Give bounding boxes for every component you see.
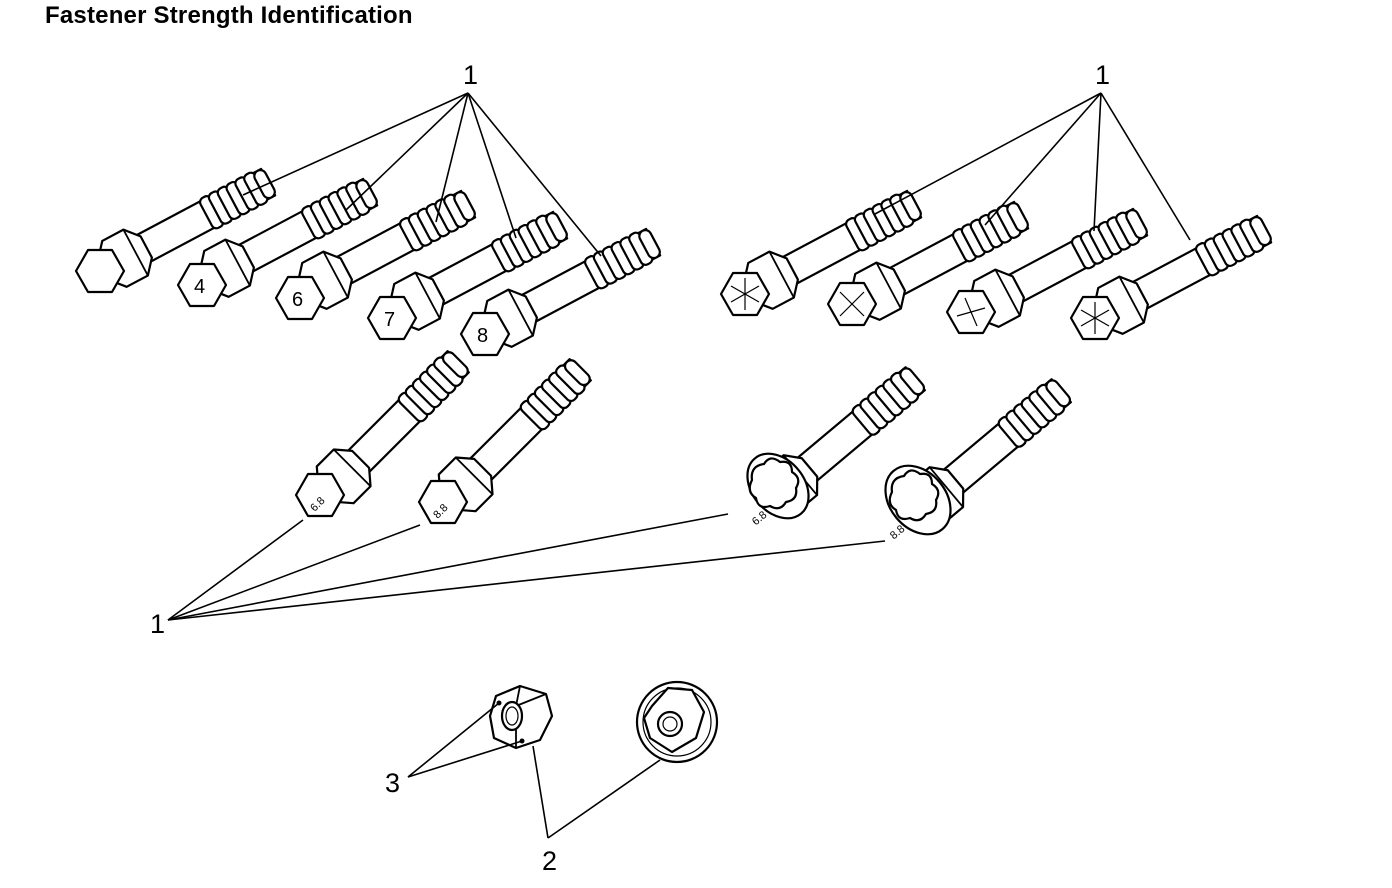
hex-head-line-mark-1 (719, 271, 771, 317)
callout-leaders-nut-marks (407, 702, 523, 778)
callout-leaders-line-mark (874, 92, 1191, 241)
callout-1-inch-bolts: 1 (463, 60, 478, 90)
hex-nut (488, 684, 554, 750)
hex-head-line-mark-3 (945, 289, 997, 335)
hex-head-line-mark-4 (1069, 295, 1121, 341)
callout-leaders-nuts (532, 745, 661, 839)
callout-1-metric-bolts: 1 (150, 609, 165, 639)
metric-bolt-group: 6.8 8.8 6.8 8.8 (150, 340, 1081, 639)
line-mark-bolt-group: 1 (719, 60, 1280, 341)
hex-head-unmarked (74, 248, 126, 294)
hex-head-grade-8: 8 (459, 311, 511, 357)
callout-1-line-mark-bolts: 1 (1095, 60, 1110, 90)
bolt-mark-7: 7 (384, 309, 395, 331)
nut-group: 3 2 (385, 680, 719, 876)
bolt-mark-8: 8 (477, 325, 488, 347)
hex-head-line-mark-2 (826, 281, 878, 327)
inch-bolt-group: 4 6 7 8 1 (74, 60, 669, 357)
metric-torx-bolt-6-8: 6.8 (746, 356, 935, 528)
page-title: Fastener Strength Identification (45, 2, 413, 29)
callout-2-nuts: 2 (542, 846, 557, 876)
metric-torx-bolt-8-8: 8.8 (884, 368, 1081, 542)
hex-head-8-8: 8.8 (417, 479, 469, 525)
callout-leaders-inch (242, 92, 602, 257)
callout-3-nut-marks: 3 (385, 768, 400, 798)
bolt-mark-4: 4 (194, 276, 205, 298)
bolt-mark-6: 6 (292, 289, 303, 311)
flange-nut (635, 680, 719, 764)
hex-head-grade-6: 6 (274, 275, 326, 321)
hex-head-grade-7: 7 (366, 295, 418, 341)
hex-head-6-8: 6.8 (294, 472, 346, 518)
callout-leaders-metric (167, 513, 886, 621)
hex-head-grade-4: 4 (176, 262, 228, 308)
